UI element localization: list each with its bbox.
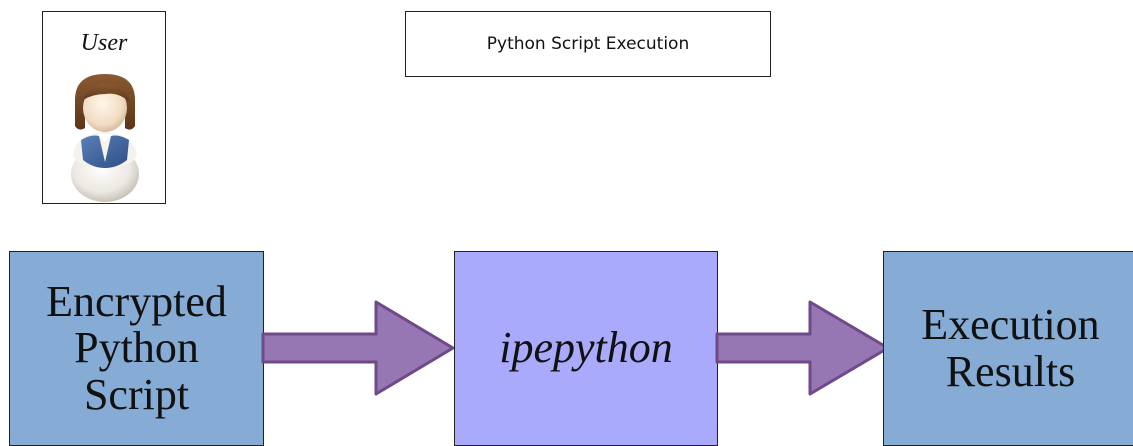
ipepython-label: ipepython (499, 323, 673, 373)
user-card: User (42, 11, 166, 204)
arrow-icon (261, 300, 455, 396)
user-avatar-icon (71, 74, 139, 202)
execution-results-node: Execution Results (883, 251, 1133, 446)
encrypted-script-node: Encrypted Python Script (9, 251, 264, 446)
ipepython-node: ipepython (454, 251, 718, 446)
encrypted-script-label: Encrypted Python Script (46, 277, 227, 419)
execution-results-label: Execution Results (921, 300, 1100, 396)
user-label: User (80, 30, 128, 56)
arrow-icon (715, 300, 890, 396)
diagram-title: Python Script Execution (405, 11, 771, 77)
